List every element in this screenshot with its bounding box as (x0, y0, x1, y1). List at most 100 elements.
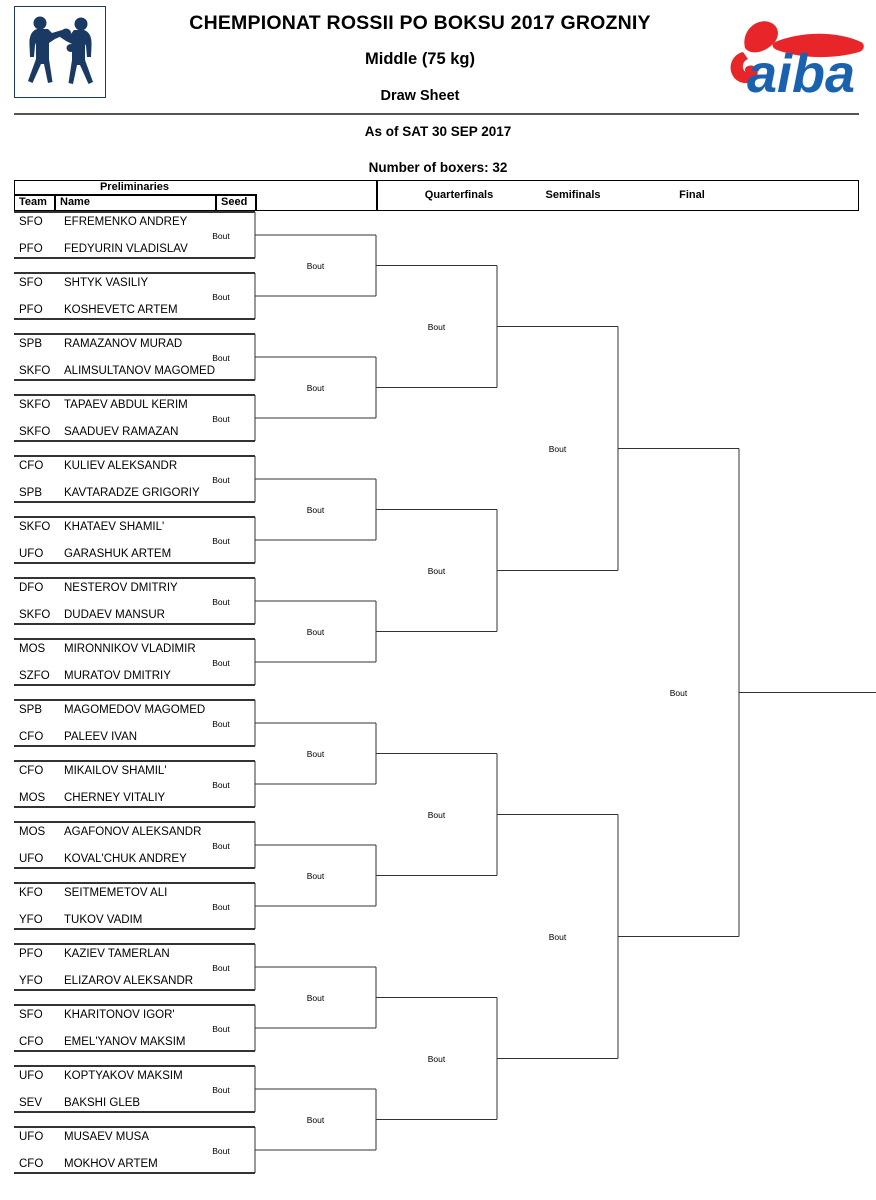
boxer-team: UFO (19, 853, 44, 865)
bout-label-semifinal[interactable]: Bout (548, 931, 567, 942)
bout-label-preliminary[interactable]: Bout (212, 1146, 230, 1156)
col-semifinals: Semifinals (545, 189, 601, 201)
bout-label-round16[interactable]: Bout (306, 870, 325, 881)
boxer-team: SKFO (19, 426, 51, 438)
aiba-logo: aiba (715, 8, 870, 104)
bout-label-round16[interactable]: Bout (306, 382, 325, 393)
bout-label-quarterfinal[interactable]: Bout (427, 321, 446, 332)
col-seed: Seed (221, 196, 248, 208)
boxer-team: UFO (19, 1070, 44, 1082)
boxer-name: NESTEROV DMITRIY (64, 582, 178, 594)
boxer-entry[interactable]: CFO MIKAILOV SHAMIL' (19, 763, 254, 779)
bout-label-quarterfinal[interactable]: Bout (427, 565, 446, 576)
as-of-date: As of SAT 30 SEP 2017 (364, 124, 512, 139)
bout-label-preliminary[interactable]: Bout (212, 658, 230, 668)
bout-label-preliminary[interactable]: Bout (212, 841, 230, 851)
header-divider (14, 113, 859, 115)
bout-label-preliminary[interactable]: Bout (212, 1085, 230, 1095)
bout-label-preliminary[interactable]: Bout (212, 719, 230, 729)
boxer-entry[interactable]: MOS AGAFONOV ALEKSANDR (19, 824, 254, 840)
boxer-team: CFO (19, 765, 44, 777)
boxer-team: SFO (19, 277, 43, 289)
boxer-name: SEITMEMETOV ALI (64, 887, 168, 899)
boxer-name: KHARITONOV IGOR' (64, 1009, 175, 1021)
bout-label-preliminary[interactable]: Bout (212, 780, 230, 790)
bout-label-round16[interactable]: Bout (306, 992, 325, 1003)
bout-label-preliminary[interactable]: Bout (212, 414, 230, 424)
boxer-entry[interactable]: KFO SEITMEMETOV ALI (19, 885, 254, 901)
bout-label-round16[interactable]: Bout (306, 504, 325, 515)
boxer-name: MURATOV DMITRIY (64, 670, 171, 682)
bout-label-preliminary[interactable]: Bout (212, 292, 230, 302)
bout-label-preliminary[interactable]: Bout (212, 963, 230, 973)
boxer-name: MIRONNIKOV VLADIMIR (64, 643, 196, 655)
bout-label-preliminary[interactable]: Bout (212, 475, 230, 485)
boxer-name: KULIEV ALEKSANDR (64, 460, 178, 472)
column-header-border (14, 180, 859, 211)
boxer-team: MOS (19, 826, 46, 838)
boxer-entry[interactable]: SFO SHTYK VASILIY (19, 275, 254, 291)
divider-team-name (54, 194, 56, 211)
boxer-team: PFO (19, 948, 43, 960)
bout-label-quarterfinal[interactable]: Bout (427, 809, 446, 820)
boxer-name: MUSAEV MUSA (64, 1131, 149, 1143)
page-header: CHEMPIONAT ROSSII PO BOKSU 2017 GROZNIY … (0, 0, 876, 115)
bout-label-round16[interactable]: Bout (306, 1114, 325, 1125)
bout-label-preliminary[interactable]: Bout (212, 353, 230, 363)
boxer-name: AGAFONOV ALEKSANDR (64, 826, 202, 838)
svg-text:aiba: aiba (747, 44, 855, 100)
boxer-team: SPB (19, 338, 43, 350)
boxer-name: SHTYK VASILIY (64, 277, 149, 289)
boxing-pictogram (14, 6, 106, 98)
bout-label-semifinal[interactable]: Bout (548, 443, 567, 454)
bout-label-quarterfinal[interactable]: Bout (427, 1053, 446, 1064)
bout-label-preliminary[interactable]: Bout (212, 536, 230, 546)
weight-class: Middle (75 kg) (364, 50, 475, 68)
document-type: Draw Sheet (380, 88, 460, 104)
boxer-name: MAGOMEDOV MAGOMED (64, 704, 206, 716)
col-final: Final (679, 189, 705, 201)
bout-label-final[interactable]: Bout (669, 687, 688, 698)
bout-label-round16[interactable]: Bout (306, 260, 325, 271)
bout-label-round16[interactable]: Bout (306, 748, 325, 759)
bout-label-preliminary[interactable]: Bout (212, 902, 230, 912)
boxer-name: MIKAILOV SHAMIL' (64, 765, 167, 777)
bout-label-preliminary[interactable]: Bout (212, 231, 230, 241)
bout-label-round16[interactable]: Bout (306, 626, 325, 637)
bout-label-preliminary[interactable]: Bout (212, 1024, 230, 1034)
col-preliminaries: Preliminaries (99, 181, 170, 193)
boxer-team: CFO (19, 1158, 44, 1170)
bout-label-preliminary[interactable]: Bout (212, 597, 230, 607)
boxer-team: CFO (19, 1036, 44, 1048)
boxer-team: KFO (19, 887, 43, 899)
